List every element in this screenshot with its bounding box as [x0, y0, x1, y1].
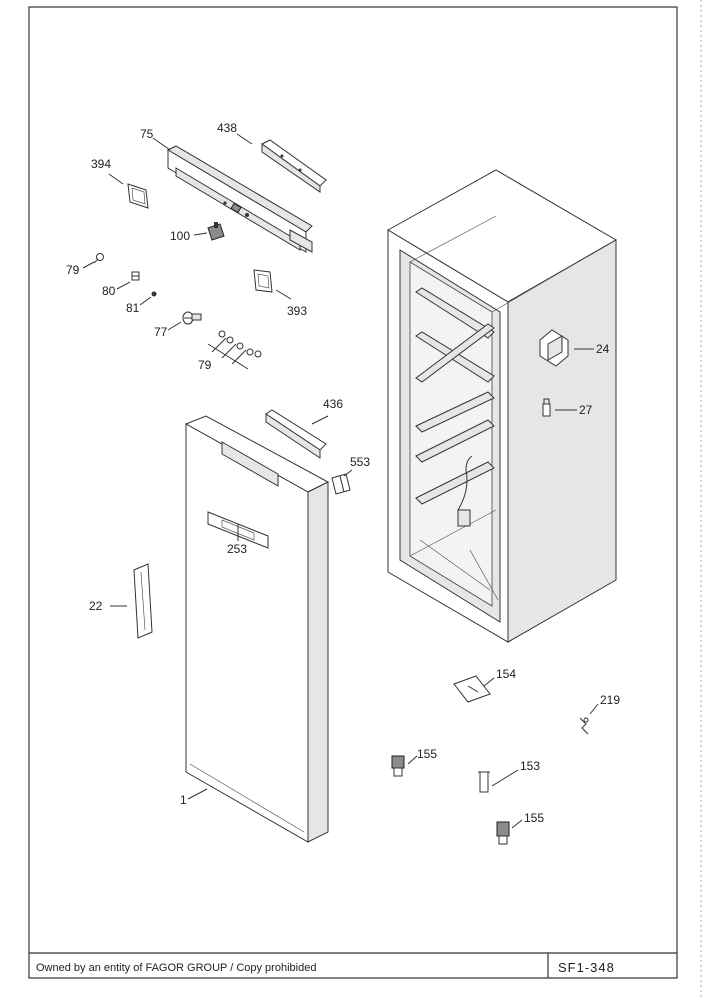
callout-436: 436 — [323, 397, 343, 411]
callout-79-group: 79 — [198, 358, 212, 372]
callout-393: 393 — [287, 304, 307, 318]
pin-27 — [542, 398, 551, 417]
callout-79-top: 79 — [66, 263, 80, 277]
bracket-553 — [331, 473, 351, 495]
callout-219: 219 — [600, 693, 620, 707]
callout-553: 553 — [350, 455, 370, 469]
control-panel-75 — [166, 145, 313, 253]
bracket-154 — [453, 675, 491, 703]
callout-24: 24 — [596, 342, 610, 356]
callout-155-left: 155 — [417, 747, 437, 761]
panel-cover-438 — [261, 139, 327, 193]
callout-80: 80 — [102, 284, 116, 298]
screw-79-top — [93, 253, 104, 264]
screw-group-79 — [207, 330, 262, 370]
screw-219 — [579, 717, 589, 735]
callout-253: 253 — [227, 542, 247, 556]
callout-155-right: 155 — [524, 811, 544, 825]
freezer-cabinet — [387, 169, 617, 643]
drawing-code: SF1-348 — [558, 960, 615, 975]
clip-80 — [131, 271, 140, 281]
door-1 — [184, 415, 330, 843]
drawing-frame — [28, 6, 678, 979]
foot-155-right — [496, 821, 510, 845]
callout-75: 75 — [140, 127, 154, 141]
bolt-153 — [478, 771, 490, 793]
callout-153: 153 — [520, 759, 540, 773]
foot-155-left — [391, 755, 405, 777]
pin-81 — [151, 291, 157, 297]
callout-1: 1 — [180, 793, 187, 807]
hinge-24 — [539, 329, 569, 367]
callout-81: 81 — [126, 301, 140, 315]
callout-100: 100 — [170, 229, 190, 243]
board-393 — [253, 269, 273, 293]
callout-394: 394 — [91, 157, 111, 171]
switch-100 — [207, 222, 225, 241]
knob-77 — [182, 311, 202, 325]
callout-27: 27 — [579, 403, 593, 417]
ownership-notice: Owned by an entity of FAGOR GROUP / Copy… — [36, 962, 316, 974]
callout-77: 77 — [154, 325, 168, 339]
callout-22: 22 — [89, 599, 103, 613]
callout-154: 154 — [496, 667, 516, 681]
handle-22 — [133, 563, 153, 639]
pcb-394 — [127, 183, 149, 209]
callout-438: 438 — [217, 121, 237, 135]
handle-strip-436 — [265, 409, 327, 459]
